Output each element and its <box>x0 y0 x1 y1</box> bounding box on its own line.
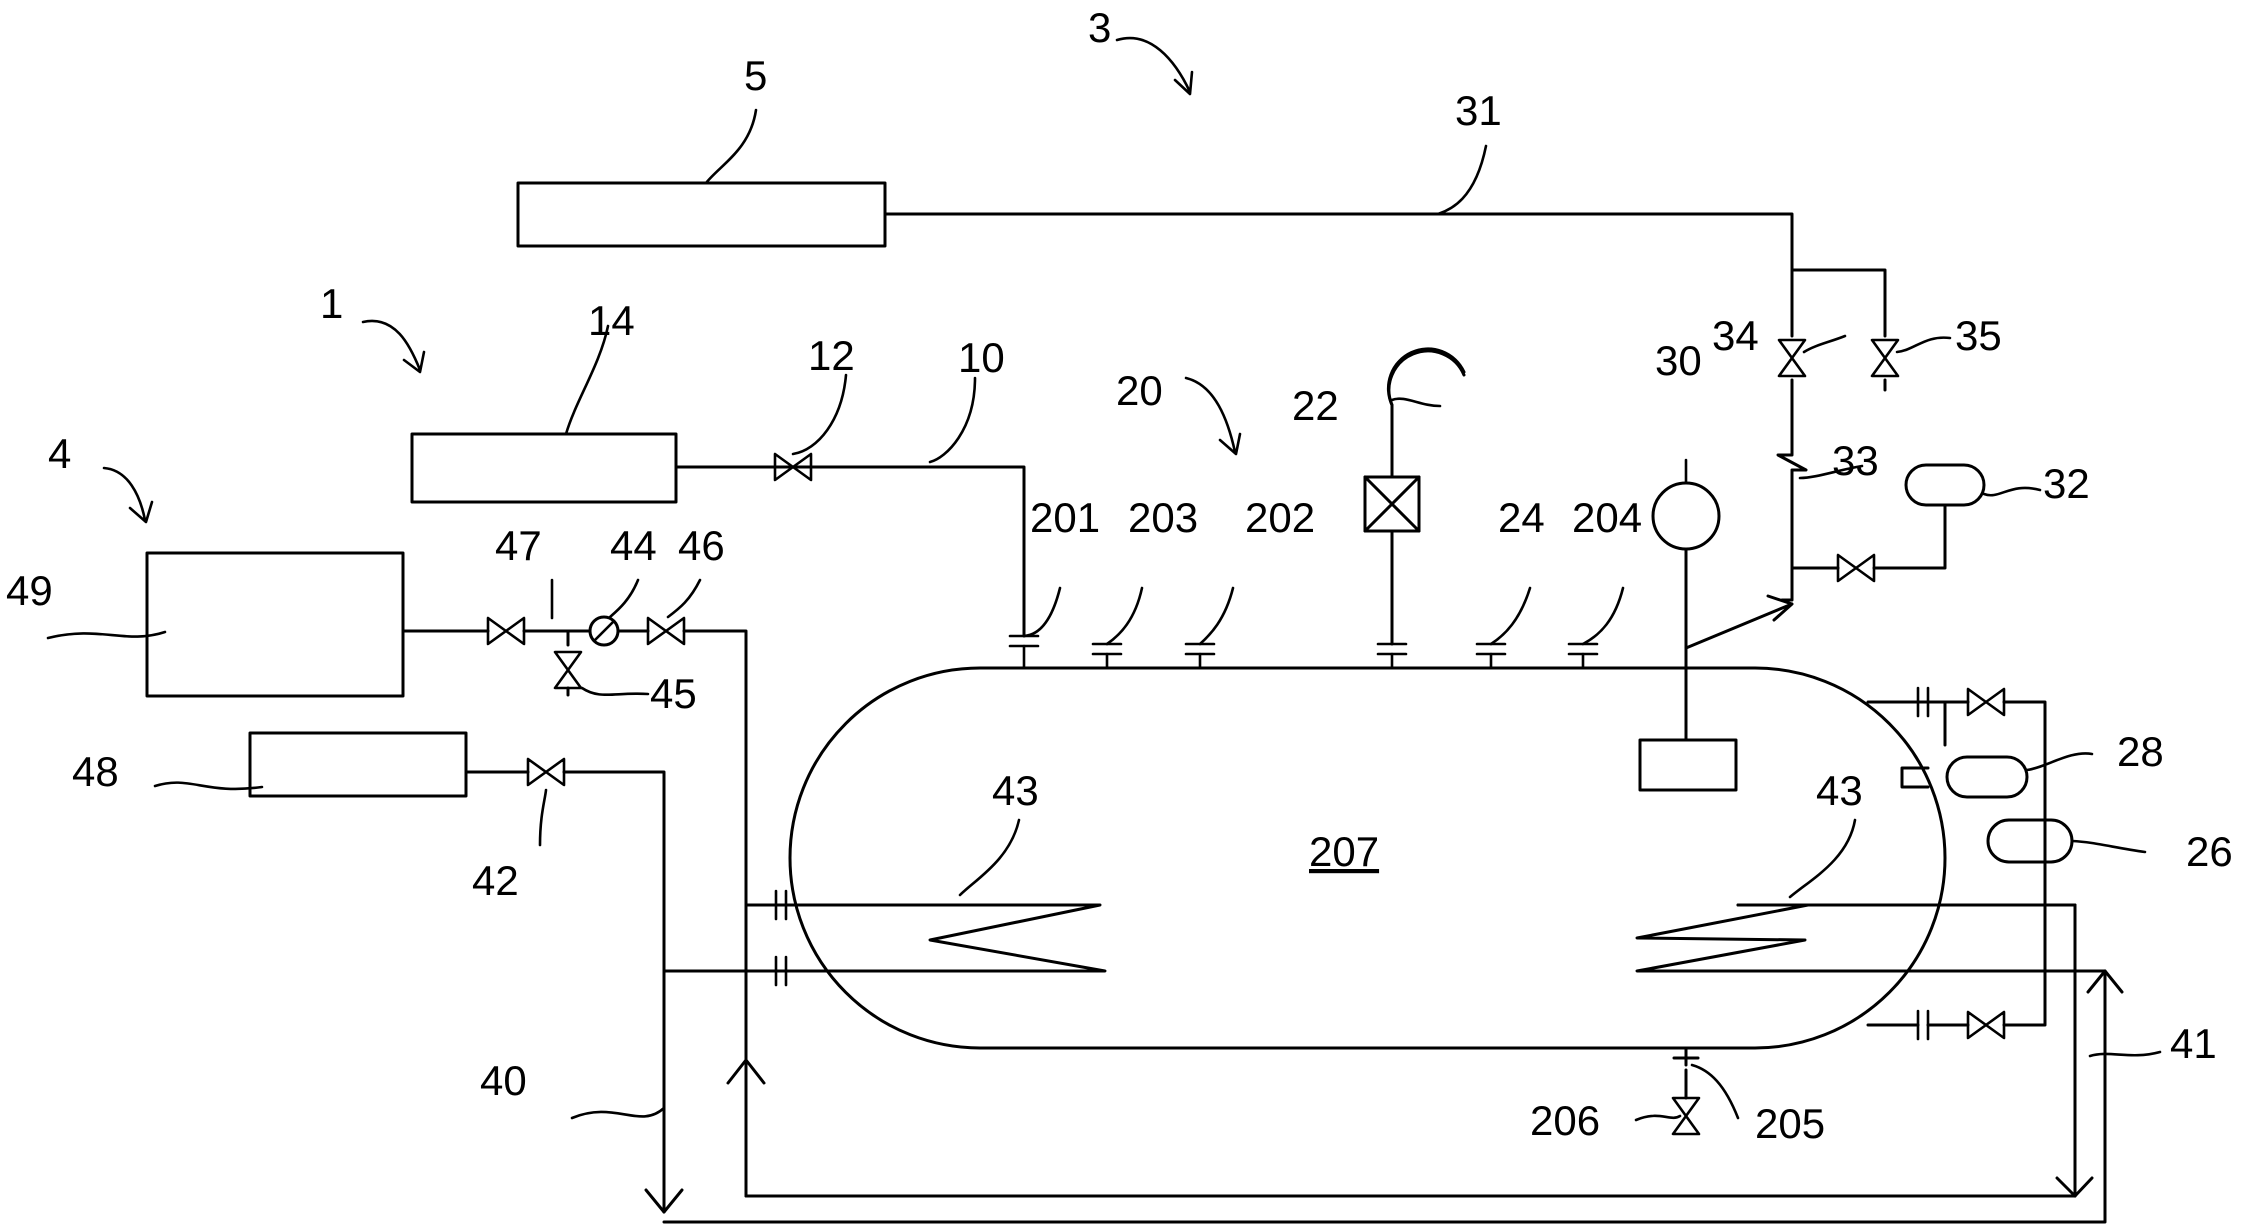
pipe-41 <box>744 1176 2077 1198</box>
drain-205 <box>1672 1046 1700 1100</box>
label-4: 4 <box>48 430 71 477</box>
label-202: 202 <box>1245 494 1315 541</box>
label-207: 207 <box>1309 828 1379 875</box>
gas-source-14 <box>410 432 678 504</box>
label-43-right: 43 <box>1816 767 1863 814</box>
label-22: 22 <box>1292 382 1339 429</box>
label-35: 35 <box>1955 312 2002 359</box>
sight-glass-28 <box>1945 755 2029 799</box>
label-205: 205 <box>1755 1100 1825 1147</box>
gas-source-5 <box>516 181 887 248</box>
label-47: 47 <box>495 522 542 569</box>
label-10: 10 <box>958 334 1005 381</box>
label-33: 33 <box>1832 437 1879 484</box>
label-40: 40 <box>480 1057 527 1104</box>
label-45: 45 <box>650 670 697 717</box>
label-14: 14 <box>588 297 635 344</box>
level-gauge-30 <box>1651 481 1721 551</box>
sight-glass-26 <box>1986 818 2074 864</box>
label-26: 26 <box>2186 828 2233 875</box>
label-1: 1 <box>320 280 343 327</box>
pipe-31 <box>883 212 1794 602</box>
pipe-40 <box>464 770 774 1214</box>
valve-34 <box>1777 338 1807 378</box>
label-43-left: 43 <box>992 767 1039 814</box>
valve-47 <box>486 616 526 646</box>
label-203: 203 <box>1128 494 1198 541</box>
gauge-44 <box>588 615 620 647</box>
label-3: 3 <box>1088 4 1111 51</box>
tank-vessel <box>788 666 1947 1050</box>
label-28: 28 <box>2117 728 2164 775</box>
nozzle-24 <box>1475 642 1507 656</box>
unit-48 <box>248 731 468 798</box>
nozzle-203 <box>1091 642 1123 656</box>
label-34: 34 <box>1712 312 1759 359</box>
leader-lines <box>46 36 2162 1122</box>
nozzle-202 <box>1184 642 1216 656</box>
nozzle-204 <box>1567 642 1599 656</box>
filter-22 <box>1363 475 1421 533</box>
label-32: 32 <box>2043 460 2090 507</box>
valve-42 <box>526 757 566 787</box>
label-49: 49 <box>6 567 53 614</box>
label-44: 44 <box>610 522 657 569</box>
unit-49 <box>145 551 405 698</box>
check-valve-33 <box>1776 413 1808 512</box>
label-31: 31 <box>1455 87 1502 134</box>
valve-side-bottom <box>1966 1010 2006 1040</box>
label-30: 30 <box>1655 337 1702 384</box>
label-5: 5 <box>744 52 767 99</box>
valve-46 <box>646 616 686 646</box>
label-201: 201 <box>1030 494 1100 541</box>
coil-43-left <box>770 903 1107 973</box>
label-42: 42 <box>472 857 519 904</box>
float-30 <box>1638 738 1738 792</box>
label-24: 24 <box>1498 494 1545 541</box>
valve-35 <box>1870 338 1900 378</box>
valve-side-top <box>1966 687 2006 717</box>
valve-45 <box>553 650 583 690</box>
accumulator-32 <box>1904 463 1986 507</box>
label-12: 12 <box>808 332 855 379</box>
label-206: 206 <box>1530 1097 1600 1144</box>
valve-32 <box>1836 553 1876 583</box>
coil-43-right <box>1635 903 2107 973</box>
label-46: 46 <box>678 522 725 569</box>
pipe-10 <box>674 465 1026 638</box>
label-41: 41 <box>2170 1020 2217 1067</box>
label-48: 48 <box>72 748 119 795</box>
label-20: 20 <box>1116 367 1163 414</box>
label-204: 204 <box>1572 494 1642 541</box>
